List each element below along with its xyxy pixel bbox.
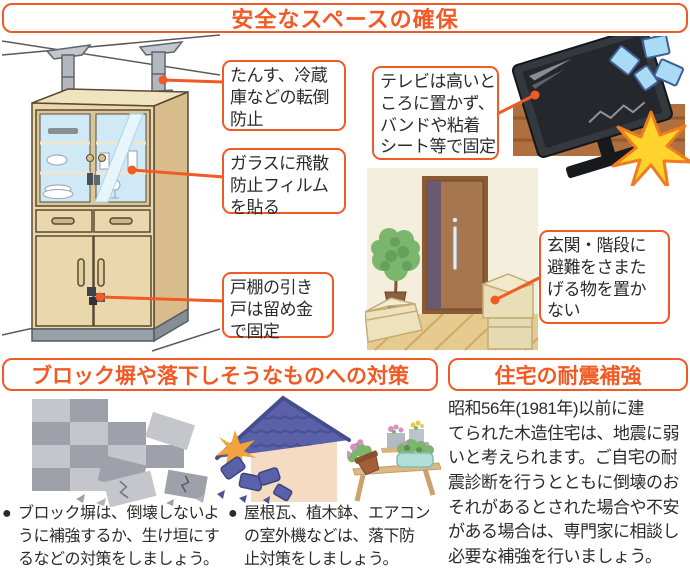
glass-film-strip xyxy=(94,113,144,203)
ceiling-line xyxy=(2,40,220,76)
broken-glass-tiles-icon xyxy=(609,36,684,91)
house-wall xyxy=(251,436,337,502)
broken-block-icon xyxy=(76,469,208,507)
falling-flower-pot-icon xyxy=(347,439,380,476)
reinforce-body-text: 昭和56年(1981年)以前に建 てられた木造住宅は、地震に弱 いと考えられます… xyxy=(448,399,680,566)
lower-doors xyxy=(35,235,152,327)
cabinet-illustration xyxy=(2,34,220,352)
callout-glass-film: ガラスに飛散 防止フィルム を貼る xyxy=(222,148,346,217)
callout-entrance-clear: 玄関・階段に 避難をさまた げる物を置か ない xyxy=(539,230,670,324)
tv-illustration xyxy=(511,36,690,186)
knob-icon xyxy=(98,154,106,162)
cardboard-box-icon xyxy=(365,297,423,343)
house-roof-illustration xyxy=(215,395,351,504)
page-title-text: 安全なスペースの確保 xyxy=(231,7,459,32)
drawers xyxy=(35,209,151,233)
door-icon xyxy=(422,176,488,314)
section-heading-block-wall-text: ブロック塀や落下しそうなものへの対策 xyxy=(31,364,409,388)
bullet-marker: ● xyxy=(228,505,238,522)
callout-tv-fixing: テレビは高いと ころに置かず、 バンドや粘着 シート等で固定 xyxy=(372,66,499,160)
section-heading-reinforce-text: 住宅の耐震補強 xyxy=(494,364,642,388)
section-heading-block-wall: ブロック塀や落下しそうなものへの対策 xyxy=(2,358,438,391)
page-title: 安全なスペースの確保 xyxy=(2,3,688,33)
glass-door-latch-icon xyxy=(87,173,100,185)
callout-cupboard-latch: 戸棚の引き 戸は留め金 で固定 xyxy=(222,272,334,341)
flower-shelf-illustration xyxy=(347,420,442,502)
impact-star-icon xyxy=(611,110,690,186)
cabinet-base xyxy=(31,307,189,343)
bullet-block-wall: ● ブロック塀は、倒壊しないよ うに補強するか、生け垣にす るなどの対策をしまし… xyxy=(2,503,228,572)
block-wall-icon xyxy=(32,399,195,491)
bullet-text: 屋根瓦、植木鉢、エアコン の室外機などは、落下防 止対策をしましょう。 xyxy=(244,505,431,568)
callout-furniture-tipover: たんす、冷蔵 庫などの転倒 防止 xyxy=(222,60,346,131)
knob-icon xyxy=(86,154,94,162)
section-heading-reinforce: 住宅の耐震補強 xyxy=(448,358,688,391)
impact-burst-icon xyxy=(215,430,257,471)
bullet-marker: ● xyxy=(2,505,12,522)
potted-plant-icon xyxy=(371,228,420,309)
crack-lines xyxy=(588,101,646,124)
ceiling-line xyxy=(2,34,220,56)
bullet-text: ブロック塀は、倒壊しないよ うに補強するか、生け垣にす るなどの対策をしましょう… xyxy=(18,505,220,568)
floor-line xyxy=(151,328,220,352)
entrance-illustration xyxy=(365,168,539,351)
bullet-falling-objects: ● 屋根瓦、植木鉢、エアコン の室外機などは、落下防 止対策をしましょう。 xyxy=(228,503,446,572)
block-wall-illustration xyxy=(32,399,208,507)
cardboard-box-icon xyxy=(480,273,536,350)
planter-icon xyxy=(396,439,434,468)
falling-tiles-icon xyxy=(217,456,293,504)
